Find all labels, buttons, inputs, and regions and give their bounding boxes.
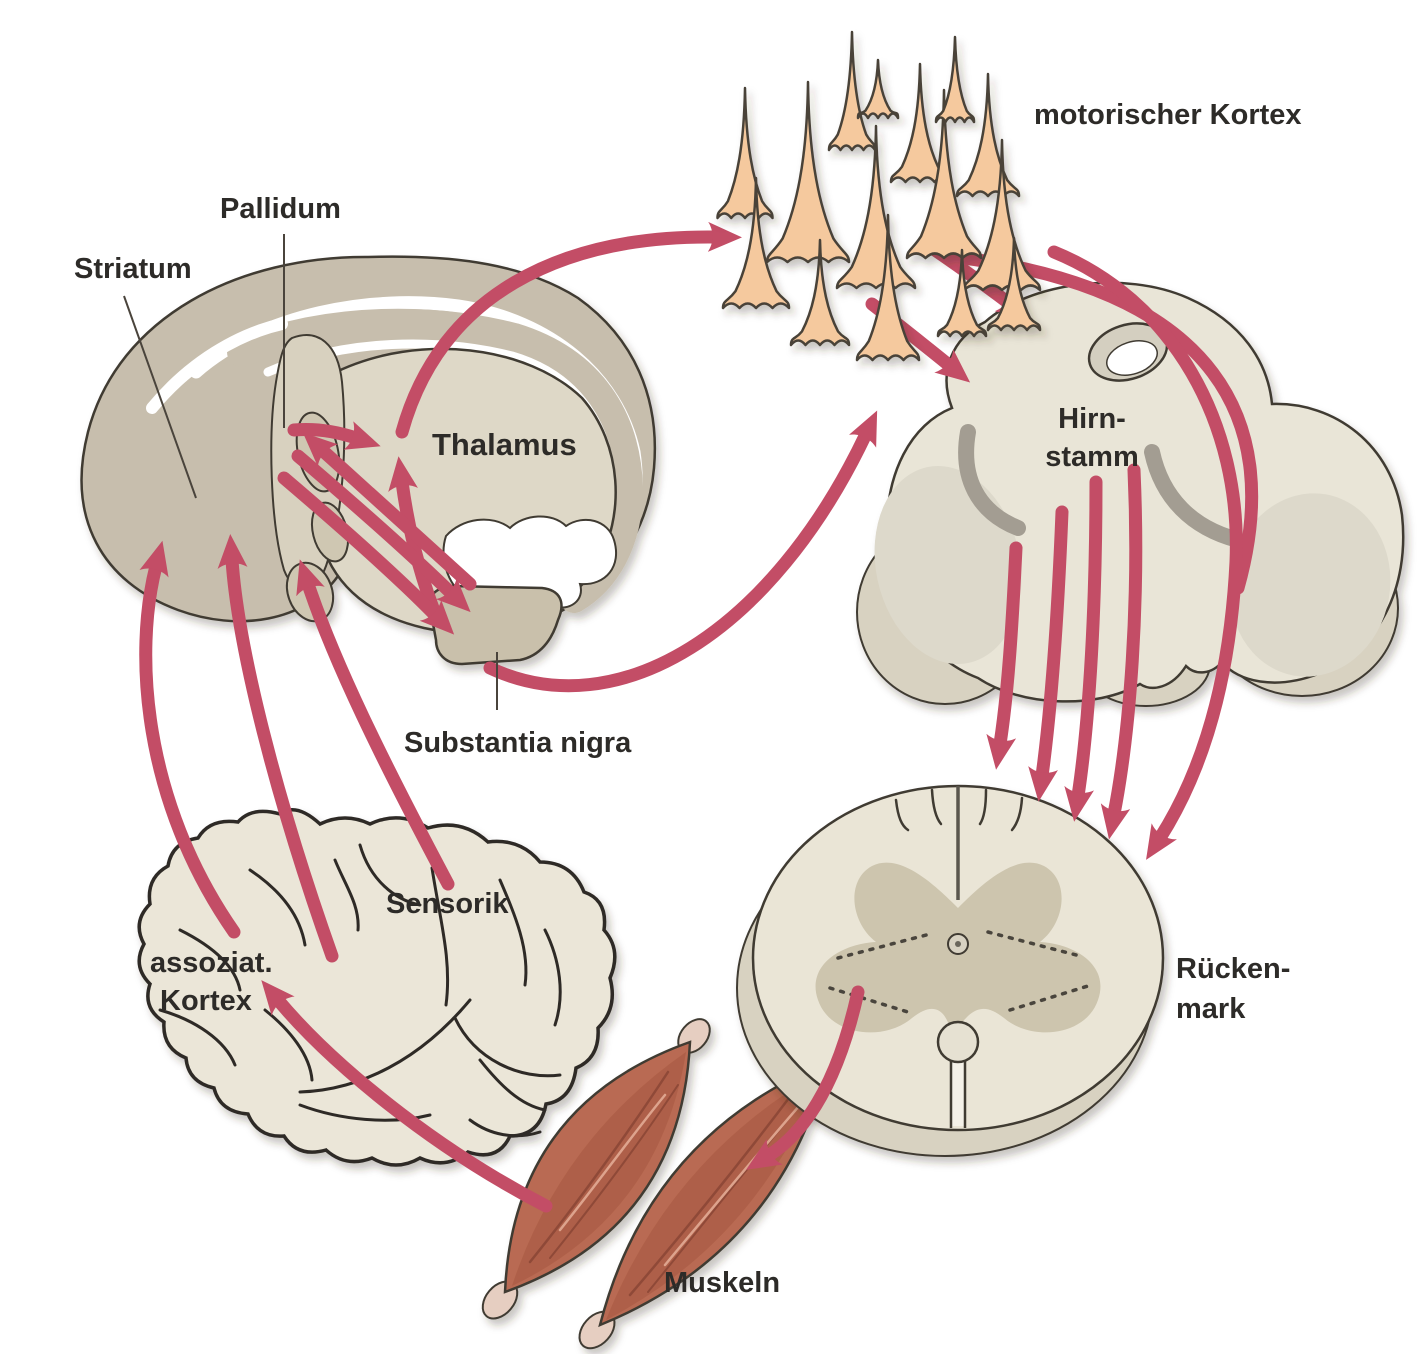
striatum-white-slash xyxy=(146,318,288,414)
pyramidal-neuron-icon xyxy=(789,238,851,347)
arrow-hirnstamm-to-r-ckenmark xyxy=(986,541,1023,770)
brainstem-label-line1: Hirn- xyxy=(1058,403,1126,435)
arrow-striatum-to-substantia-nigra xyxy=(277,471,455,635)
pyramidal-neuron-icon xyxy=(835,124,917,290)
pathway-arrows xyxy=(139,221,1259,1213)
motor-cortex-neurons xyxy=(716,30,1042,362)
thalamus-label: Thalamus xyxy=(432,427,577,462)
spinal-cord-label-line1: Rücken- xyxy=(1176,953,1290,985)
substantia-nigra-label: Substantia nigra xyxy=(404,727,632,759)
arrow-hirnstamm-to-motorischer-kortex xyxy=(938,244,1259,595)
pyramidal-neuron-icon xyxy=(962,138,1042,292)
arrow-hirnstamm-to-r-ckenmark xyxy=(1064,475,1103,822)
pyramidal-neuron-icon xyxy=(721,176,791,310)
arrow-pallidum-to-substantia-nigra xyxy=(291,449,471,613)
motor-cortex-label: motorischer Kortex xyxy=(1034,99,1302,131)
arrow-r-ckenmark-to-muskeln xyxy=(746,985,865,1170)
arrow-thalamus-to-motorischer-kortex xyxy=(395,221,742,439)
spinal-cord-section xyxy=(736,784,1165,1157)
pyramidal-neuron-icon xyxy=(986,236,1042,332)
muscles-label: Muskeln xyxy=(664,1267,780,1299)
pallidum-label: Pallidum xyxy=(220,193,341,225)
arrow-muskeln-to-assoziat-kortex xyxy=(261,980,553,1213)
pyramidal-neuron-icon xyxy=(934,35,976,124)
sensory-label: Sensorik xyxy=(386,888,509,920)
pyramidal-neuron-icon xyxy=(827,30,877,152)
muscles-section xyxy=(481,1018,850,1350)
arrow-assoziat-kortex-to-striatum xyxy=(139,540,241,939)
aqueduct-hole xyxy=(1087,322,1169,382)
spinal-cord-label-line2: mark xyxy=(1176,993,1246,1025)
arrow-motorischer-kortex-to-r-ckenmark xyxy=(1047,245,1243,860)
arrow-sensorik-to-striatum xyxy=(296,559,455,891)
brainstem-crescent-left xyxy=(958,424,1026,536)
pyramidal-neuron-icon xyxy=(856,58,900,120)
muscle-fibers xyxy=(528,1070,807,1297)
brain-outline xyxy=(137,808,617,1167)
arrow-sensorik-to-striatum xyxy=(217,534,339,963)
brainstem-lobe-right xyxy=(1229,493,1391,677)
pyramidal-neuron-icon xyxy=(936,248,988,338)
pyramidal-neuron-icon xyxy=(855,213,921,362)
assoc-cortex-label-line2: Kortex xyxy=(160,985,252,1017)
arrow-pallidum-to-thalamus xyxy=(287,421,381,450)
ventral-fissure xyxy=(936,1020,980,1128)
capsule-tan-band xyxy=(227,308,644,613)
arrow-hirnstamm-to-r-ckenmark xyxy=(1028,505,1069,802)
pyramidal-neuron-icon xyxy=(765,80,851,264)
arrow-substantia-nigra-to-hirnstamm xyxy=(483,410,878,693)
brainstem-label-line2: stamm xyxy=(1045,441,1139,473)
leader-lines xyxy=(123,234,498,710)
pyramidal-neuron-icon xyxy=(716,86,774,220)
striatum-leader-line xyxy=(123,295,197,499)
striatum-label: Striatum xyxy=(74,253,192,285)
dorsal-notches xyxy=(894,788,1024,832)
cerebrum-section xyxy=(137,808,617,1167)
labels: Striatum Pallidum Thalamus Substantia ni… xyxy=(74,99,1302,1299)
brainstem-crescent-right xyxy=(1144,444,1246,548)
arrow-hirnstamm-to-r-ckenmark xyxy=(1100,463,1143,840)
arrow-substantia-nigra-to-pallidum xyxy=(302,432,477,591)
pyramidal-neuron-icon xyxy=(905,88,983,260)
central-canal-dot xyxy=(955,941,961,947)
brain-sulci xyxy=(158,843,562,1138)
dotted-tracts xyxy=(828,930,1090,1014)
assoc-cortex-label-line1: assoziat. xyxy=(150,947,273,979)
pyramidal-neuron-icon xyxy=(955,72,1021,198)
